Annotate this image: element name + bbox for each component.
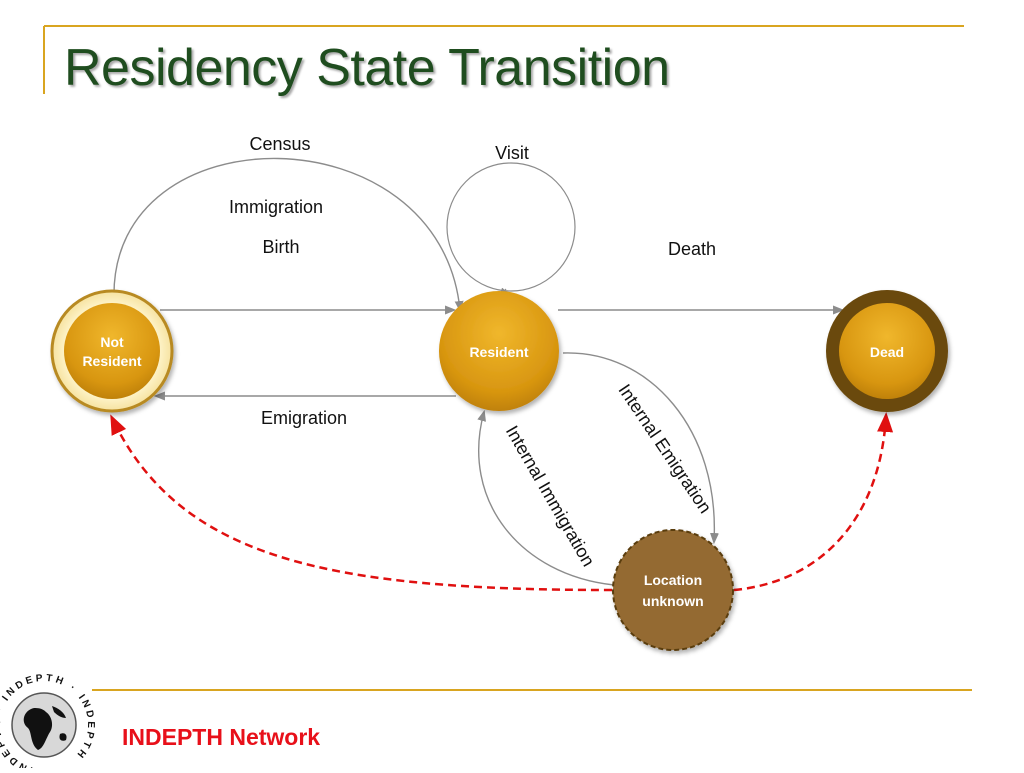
label-immigration: Immigration [229, 197, 323, 217]
label-census: Census [249, 134, 310, 154]
internal-emigration-arc [562, 352, 719, 545]
node-location-unknown-line2: unknown [642, 593, 703, 609]
unknown-to-dead-dashed [733, 412, 894, 592]
node-resident: Resident [439, 291, 559, 411]
label-birth: Birth [262, 237, 299, 257]
label-internal-immigration: Internal Immigration [502, 422, 599, 570]
node-not-resident-line2: Resident [82, 353, 141, 369]
census-arc [113, 157, 464, 313]
visit-loop [446, 162, 576, 292]
internal-immigration-arc [477, 409, 615, 586]
node-dead-label: Dead [870, 344, 904, 360]
node-not-resident-line1: Not [100, 334, 124, 350]
node-not-resident: Not Resident [50, 289, 174, 413]
node-dead: Dead [826, 290, 948, 412]
label-visit: Visit [495, 143, 529, 163]
node-resident-label: Resident [469, 344, 528, 360]
label-internal-emigration: Internal Emigration [614, 380, 715, 516]
footer-text: INDEPTH Network [122, 724, 321, 750]
node-location-unknown-line1: Location [644, 572, 702, 588]
unknown-to-not-resident-dashed [110, 414, 613, 592]
label-emigration: Emigration [261, 408, 347, 428]
indepth-logo: INDEPTH · INDEPTH · INDEPTH [0, 673, 93, 773]
label-death: Death [668, 239, 716, 259]
slide-title: Residency State Transition [64, 39, 670, 97]
node-location-unknown: Location unknown [612, 529, 734, 651]
